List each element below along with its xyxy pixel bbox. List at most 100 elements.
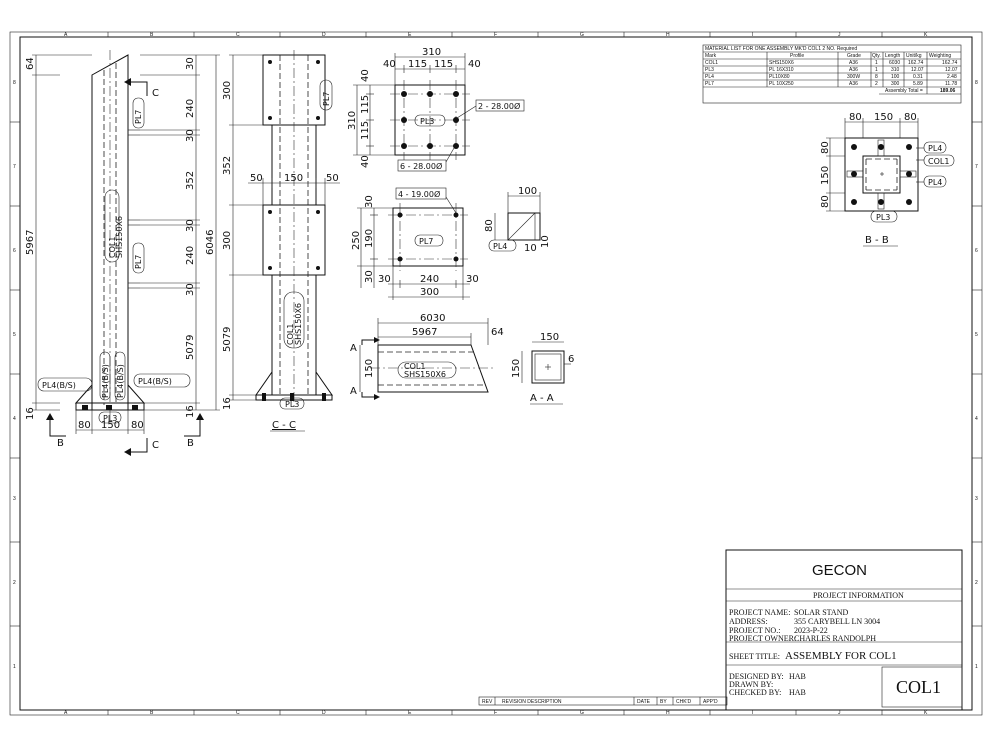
col-detail-col1: COL1: [404, 362, 425, 371]
header-qty: Qty.: [872, 53, 881, 59]
dim-80a: 80: [78, 420, 91, 431]
col-dim-150: 150: [364, 359, 375, 378]
dim-352: 352: [185, 171, 196, 190]
rev-desc-header: REVISION DESCRIPTION: [502, 699, 562, 705]
pl7-dim-300: 300: [420, 287, 439, 298]
cc-dim-50a: 50: [250, 173, 263, 184]
designed-by-value: HAB: [789, 672, 806, 681]
section-cc-view: 300 352 300 5079 16 50 150 50 PL7 COL1 S…: [222, 50, 340, 432]
zone-number: 1: [13, 664, 16, 670]
sheet-title-value: ASSEMBLY FOR COL1: [785, 650, 897, 662]
row-cell: 11.78: [945, 81, 957, 87]
zone-letter: G: [580, 710, 584, 716]
row-cell: PL7: [705, 81, 714, 87]
rev-date-header: DATE: [637, 699, 651, 705]
row-cell: 1: [875, 67, 878, 73]
row-cell: 162.74: [942, 60, 958, 66]
row-cell: 300: [891, 81, 900, 87]
dim-240b: 240: [185, 246, 196, 265]
cc-dim-16: 16: [222, 397, 233, 410]
pl3-dim-310-top: 310: [422, 47, 441, 58]
col1-label: COL1: [108, 237, 117, 258]
pl7-dim-30b: 30: [364, 270, 375, 283]
pl3-callout-2: 2 - 28.00Ø: [478, 101, 520, 111]
pl7-detail: 4 - 19.00Ø 30 190 30 250 30 240 30 300 P…: [351, 187, 479, 300]
sheet-number: COL1: [896, 677, 941, 697]
pl4-dim-100: 100: [518, 186, 537, 197]
header-mark: Mark: [705, 53, 717, 59]
col-dim-6030: 6030: [420, 313, 445, 324]
zone-number: 4: [13, 416, 16, 422]
bb-dim-150v: 150: [820, 166, 831, 185]
pl7-detail-label: PL7: [419, 237, 433, 246]
dim-64: 64: [25, 57, 36, 70]
zone-number: 3: [13, 496, 16, 502]
row-cell: PL4: [705, 74, 714, 80]
dim-240a: 240: [185, 99, 196, 118]
row-cell: 300W: [847, 74, 860, 80]
zone-letter: F: [494, 710, 497, 716]
zone-letter: D: [322, 32, 326, 38]
zone-letter: D: [322, 710, 326, 716]
bb-dim-80b: 80: [904, 112, 917, 123]
dim-30a: 30: [185, 57, 196, 70]
section-aa-title: A - A: [530, 393, 554, 404]
pl7-dim-30c: 30: [378, 274, 391, 285]
pl3-dim-40b: 40: [468, 59, 481, 70]
zone-letter: K: [924, 710, 928, 716]
bb-dim-80d: 80: [820, 195, 831, 208]
zone-letter: J: [838, 32, 841, 38]
zone-letter: G: [580, 32, 584, 38]
cc-profile-label: SHS150X6: [294, 303, 303, 345]
pl7-label-top: PL7: [134, 110, 143, 124]
drawn-by-label: DRAWN BY:: [729, 680, 773, 689]
pl7-label-mid: PL7: [134, 255, 143, 269]
row-cell: COL1: [705, 60, 718, 66]
col1-detail: 6030 5967 64 150 COL1 SHS150X6 A A: [350, 313, 504, 400]
pl4-label-v2: PL4(B/S): [116, 364, 125, 398]
profile-label: SHS150X6: [115, 216, 124, 258]
revision-block: REV REVISION DESCRIPTION DATE BY CHK'D A…: [478, 696, 728, 706]
zone-number: 1: [975, 664, 978, 670]
inner-border: [19, 36, 973, 711]
material-list-title: MATERIAL LIST FOR ONE ASSEMBLY MK'D COL1…: [705, 46, 857, 52]
cc-dim-300b: 300: [222, 231, 233, 250]
pl4-dim-80: 80: [484, 219, 495, 232]
zone-number: 4: [975, 416, 978, 422]
row-cell: 8: [875, 74, 878, 80]
project-owner-label: PROJECT OWNER:: [729, 634, 796, 643]
row-cell: SHS150X6: [769, 60, 794, 66]
aa-dim-150w: 150: [540, 332, 559, 343]
rev-by-header: BY: [660, 699, 667, 705]
project-no-label: PROJECT NO.:: [729, 626, 780, 635]
zone-letter: J: [838, 710, 841, 716]
aa-dim-6: 6: [568, 354, 574, 365]
pl3-dim-40c: 40: [360, 69, 371, 82]
zone-letter: E: [408, 32, 412, 38]
pl3-dim-115d: 115: [360, 121, 371, 140]
row-cell: A36: [849, 81, 858, 87]
zone-letter: A: [64, 710, 68, 716]
bb-label-pl4-b: PL4: [928, 178, 942, 187]
pl7-dim-240: 240: [420, 274, 439, 285]
bb-label-pl4-a: PL4: [928, 144, 942, 153]
header-grade: Grade: [847, 53, 861, 59]
cc-dim-300a: 300: [222, 81, 233, 100]
zone-number: 7: [13, 164, 16, 170]
pl3-detail: 310 40 115 115 40 310 40 115 115 40 PL3 …: [347, 47, 525, 172]
row-cell: 2: [875, 81, 878, 87]
pl3-label: PL3: [103, 414, 117, 423]
rev-header: REV: [482, 699, 493, 705]
section-bb-title: B - B: [865, 235, 889, 246]
cc-dim-50b: 50: [326, 173, 339, 184]
dim-30c: 30: [185, 219, 196, 232]
pl3-dim-115b: 115: [434, 59, 453, 70]
dim-30d: 30: [185, 283, 196, 296]
section-mark-a-bottom: A: [350, 386, 357, 397]
pl3-dim-40d: 40: [360, 155, 371, 168]
zone-number: 3: [975, 496, 978, 502]
assembly-total-value: 189.06: [940, 88, 956, 94]
pl3-callout-6: 6 - 28.00Ø: [400, 161, 442, 171]
